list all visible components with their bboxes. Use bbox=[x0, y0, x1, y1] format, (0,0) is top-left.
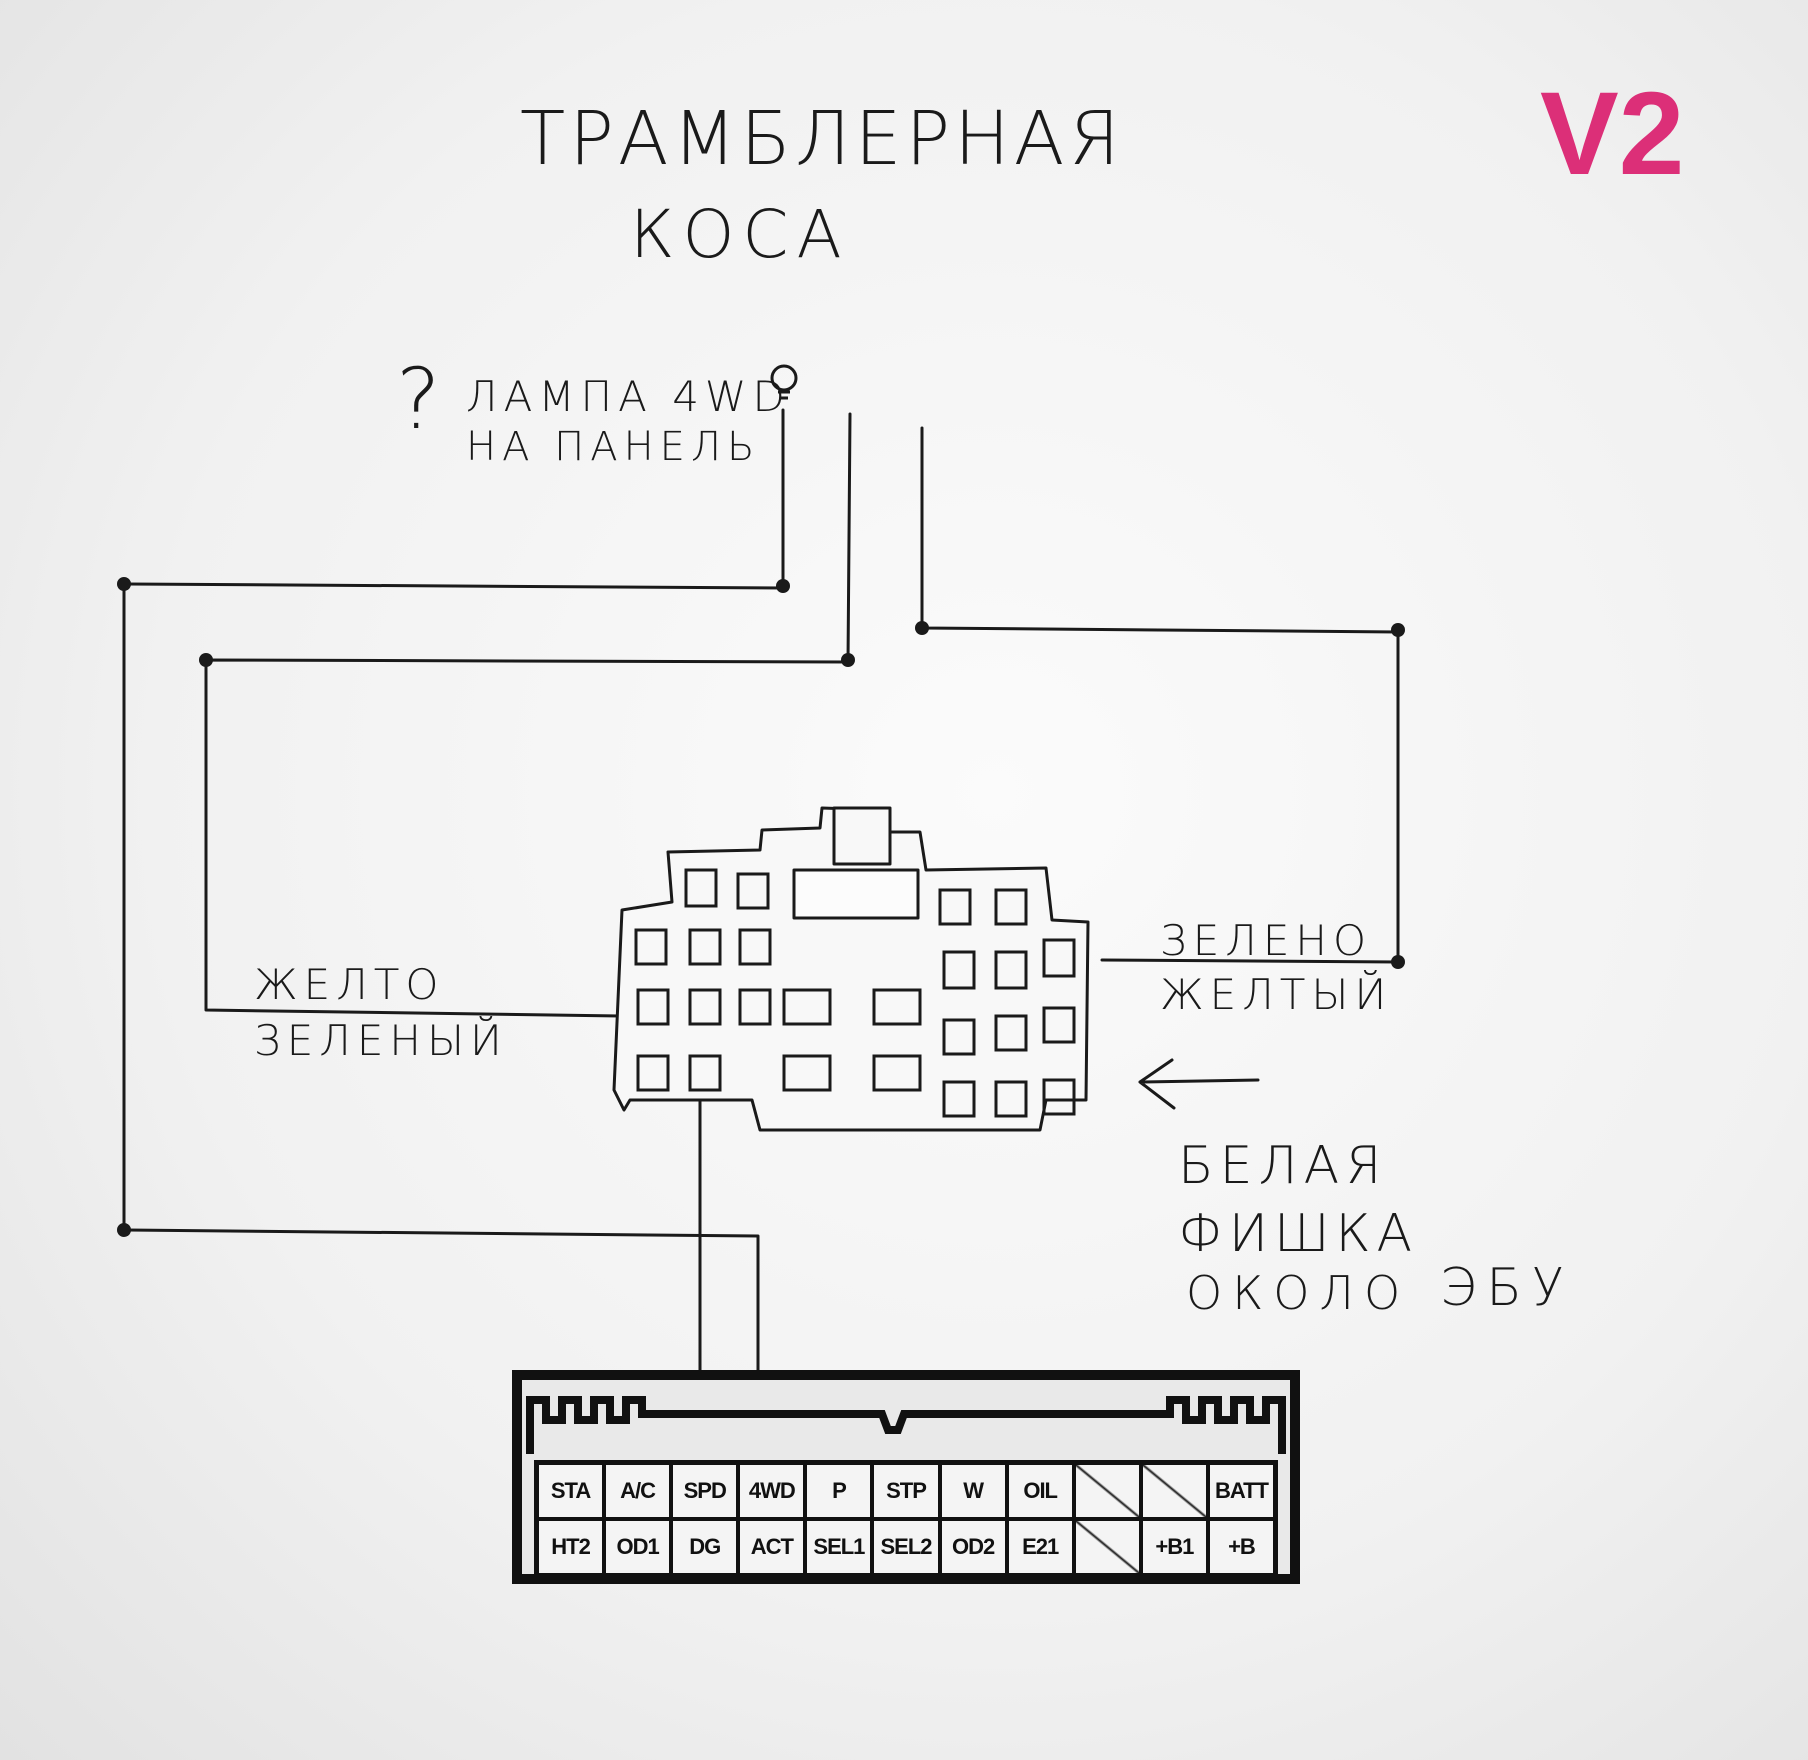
junction-dot bbox=[117, 1223, 131, 1237]
ecu-pin: SEL1 bbox=[805, 1519, 873, 1575]
ecu-pin: A/C bbox=[604, 1463, 672, 1519]
junction-dot bbox=[199, 653, 213, 667]
ecu-pin: +B1 bbox=[1140, 1519, 1208, 1575]
ecu-connector-key-outline bbox=[526, 1396, 1286, 1454]
connector-cavities bbox=[634, 868, 1076, 1118]
ecu-pin: ACT bbox=[738, 1519, 806, 1575]
title-line-2: КОСА bbox=[630, 196, 850, 273]
question-mark: ? bbox=[396, 350, 441, 448]
connector-label-line-1: БЕЛАЯ bbox=[1178, 1136, 1388, 1196]
ecu-pin: 4WD bbox=[738, 1463, 806, 1519]
connector-label-line-2: ФИШКА bbox=[1178, 1204, 1419, 1264]
ecu-pin-empty bbox=[1073, 1463, 1141, 1519]
ecu-connector: STA A/C SPD 4WD P STP W OIL BATT HT2 OD1… bbox=[512, 1370, 1300, 1584]
junction-dot bbox=[915, 621, 929, 635]
connector-label-line-4: ЭБУ bbox=[1440, 1258, 1574, 1318]
ecu-pin: DG bbox=[671, 1519, 739, 1575]
junction-dot bbox=[841, 653, 855, 667]
left-wire-label-line-2: ЗЕЛЕНЫЙ bbox=[254, 1016, 508, 1065]
ecu-pin: STP bbox=[872, 1463, 940, 1519]
junction-dot bbox=[1391, 955, 1405, 969]
ecu-pin-grid: STA A/C SPD 4WD P STP W OIL BATT HT2 OD1… bbox=[534, 1460, 1278, 1578]
junction-dot bbox=[1391, 623, 1405, 637]
ecu-pin-empty bbox=[1073, 1519, 1141, 1575]
ecu-pin: BATT bbox=[1207, 1463, 1275, 1519]
ecu-pin: W bbox=[939, 1463, 1007, 1519]
ecu-pin: P bbox=[805, 1463, 873, 1519]
ecu-pin: OIL bbox=[1006, 1463, 1074, 1519]
title-line-1: ТРАМБЛЕРНАЯ bbox=[520, 96, 1124, 182]
junction-dot bbox=[117, 577, 131, 591]
lamp-bulb-icon bbox=[770, 364, 798, 400]
ecu-pin: STA bbox=[537, 1463, 605, 1519]
ecu-pin: OD1 bbox=[604, 1519, 672, 1575]
left-wire-label-line-1: ЖЕЛТО bbox=[254, 960, 445, 1009]
ecu-pin-empty bbox=[1140, 1463, 1208, 1519]
connector-label-line-3: ОКОЛО bbox=[1186, 1266, 1411, 1320]
version-badge: V2 bbox=[1540, 68, 1685, 200]
ecu-pin: OD2 bbox=[939, 1519, 1007, 1575]
ecu-pin: SEL2 bbox=[872, 1519, 940, 1575]
lamp-label-line-1: ЛАМПА 4WD bbox=[466, 372, 791, 421]
ecu-pin: E21 bbox=[1006, 1519, 1074, 1575]
right-wire-label-line-1: ЗЕЛЕНО bbox=[1160, 916, 1373, 965]
lamp-label-line-2: НА ПАНЕЛЬ bbox=[466, 424, 761, 470]
right-wire-label-line-2: ЖЕЛТЫЙ bbox=[1160, 970, 1393, 1019]
junction-dot bbox=[776, 579, 790, 593]
ecu-pin: SPD bbox=[671, 1463, 739, 1519]
ecu-pin: HT2 bbox=[537, 1519, 605, 1575]
ecu-pin: +B bbox=[1207, 1519, 1275, 1575]
arrow-left-icon bbox=[1138, 1058, 1260, 1110]
wire-lamp-4wd bbox=[122, 408, 785, 1442]
